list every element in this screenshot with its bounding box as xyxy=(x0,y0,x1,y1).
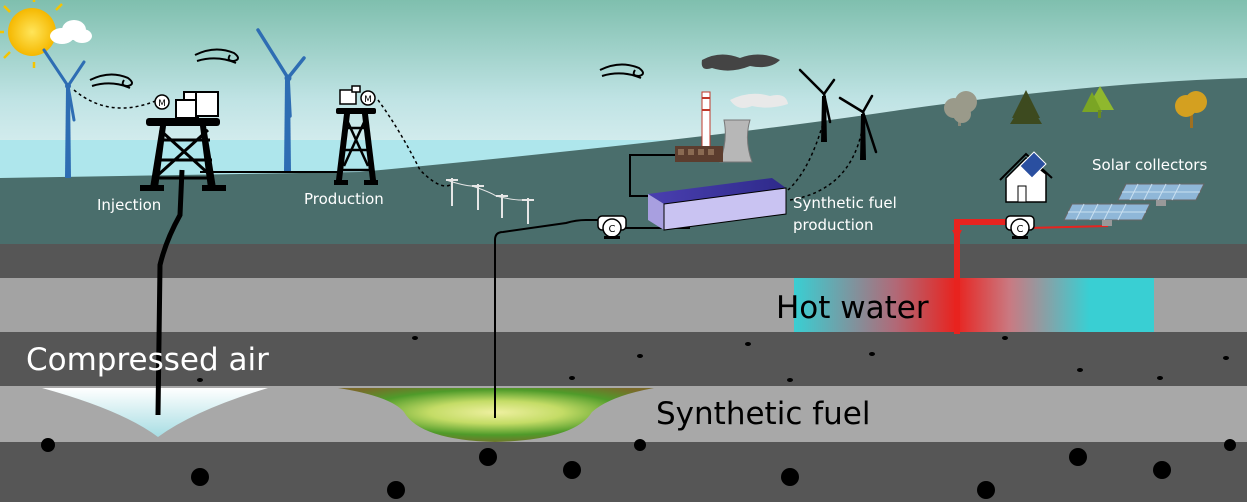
solar-collector-icon xyxy=(1063,203,1151,226)
synthetic-fuel-factory xyxy=(648,178,787,231)
label-hot-water: Hot water xyxy=(776,290,929,326)
injection-well xyxy=(155,169,185,416)
rock-layer-2 xyxy=(0,332,1247,386)
label-production: Production xyxy=(304,190,384,208)
hot-water-arrow xyxy=(952,230,962,240)
compressed-air-reservoir xyxy=(42,388,268,437)
fuel-well xyxy=(494,219,600,418)
power-line-wires xyxy=(445,179,523,201)
label-compressed-air: Compressed air xyxy=(26,342,269,378)
power-cable xyxy=(73,89,863,201)
motor-symbol: M xyxy=(364,95,372,105)
rock-particles-large xyxy=(41,438,1236,499)
wind-turbine-icon xyxy=(798,68,836,142)
solar-collector-icon xyxy=(1117,183,1205,206)
hot-water-zone xyxy=(794,278,1154,332)
rock-layer-3 xyxy=(0,442,1247,502)
tree-icon xyxy=(1175,91,1207,128)
wind-turbine-icon xyxy=(838,94,878,160)
label-solar-collectors: Solar collectors xyxy=(1092,156,1207,174)
label-synthetic-fuel-production-2: production xyxy=(793,216,874,234)
wind-turbine-icon xyxy=(42,48,86,178)
label-synthetic-fuel-production-1: Synthetic fuel xyxy=(793,194,897,212)
rock-layer-1 xyxy=(0,244,1247,278)
wind-icon xyxy=(194,48,239,64)
label-injection: Injection xyxy=(97,196,161,214)
hot-water-well xyxy=(954,219,1010,334)
tree-icon xyxy=(944,91,977,126)
power-line-pylons xyxy=(446,178,534,224)
hot-water-pipe xyxy=(1027,225,1109,229)
motor-symbol: M xyxy=(158,99,166,109)
compressor-symbol: C xyxy=(1017,224,1024,235)
compressor-symbol: C xyxy=(609,224,616,235)
power-plant-link xyxy=(629,154,700,197)
rock-particles-small xyxy=(197,336,1229,382)
wind-icon xyxy=(599,63,644,79)
tree-icon xyxy=(1082,86,1114,118)
wind-turbine-icon xyxy=(256,28,306,172)
power-plant-icon xyxy=(675,54,788,163)
tree-icon xyxy=(1010,90,1042,124)
wind-icon xyxy=(89,73,133,89)
compressor-icon: C xyxy=(1005,215,1035,239)
sun-icon xyxy=(0,0,63,68)
cloud-icon xyxy=(50,20,92,44)
house-icon xyxy=(999,151,1053,203)
land-surface xyxy=(0,78,1247,248)
label-synthetic-fuel: Synthetic fuel xyxy=(656,396,870,432)
production-platform: M xyxy=(334,85,378,185)
injection-platform: M xyxy=(140,91,226,191)
compressor-icon: C xyxy=(597,215,627,239)
